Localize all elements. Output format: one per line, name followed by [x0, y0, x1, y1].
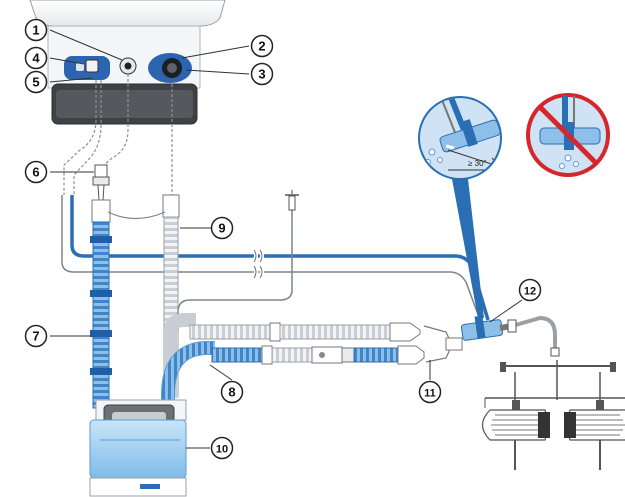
callout-number: 12 — [524, 286, 536, 298]
callout-number: 3 — [258, 67, 265, 82]
heated-expiratory-limb — [161, 341, 425, 410]
callout-number: 10 — [216, 444, 228, 456]
pressure-lines — [63, 74, 173, 195]
humidifier — [89, 399, 187, 497]
callout-7: 7 — [24, 324, 48, 348]
callout-number: 7 — [32, 329, 39, 344]
callout-8: 8 — [220, 380, 244, 404]
callout-4: 4 — [24, 46, 48, 70]
flow-sensor-line — [61, 195, 490, 321]
callout-11: 11 — [418, 380, 442, 404]
callout-circle — [24, 46, 48, 70]
inset-correct-orientation: ≥ 30° — [418, 96, 502, 318]
callout-number: 9 — [218, 221, 225, 236]
callout-number: 1 — [32, 23, 39, 38]
callout-leaders — [49, 29, 523, 449]
callout-5: 5 — [24, 70, 48, 94]
callout-circle — [518, 278, 542, 302]
callout-3: 3 — [250, 62, 274, 86]
callout-circle — [250, 34, 274, 58]
callout-9: 9 — [210, 216, 234, 240]
callout-number: 5 — [32, 75, 39, 90]
expiratory-limb — [90, 199, 112, 409]
tube-holder-wire — [107, 211, 166, 220]
flow-sensor — [460, 315, 560, 357]
prohibited-slash — [537, 104, 599, 166]
callout-circle — [220, 380, 244, 404]
test-lung — [481, 360, 625, 470]
callout-number: 4 — [32, 51, 40, 66]
callout-12: 12 — [518, 278, 542, 302]
callout-circle — [418, 380, 442, 404]
callout-circle — [210, 436, 234, 460]
angle-label: ≥ 30° — [468, 159, 487, 168]
callout-2: 2 — [250, 34, 274, 58]
callout-1: 1 — [24, 18, 48, 42]
callout-circle — [24, 18, 48, 42]
callout-circle — [24, 324, 48, 348]
ventilator-unit — [29, 0, 226, 125]
temperature-probe — [177, 190, 299, 330]
callout-number: 8 — [228, 385, 235, 400]
bacterial-filter — [92, 164, 110, 201]
callout-number: 11 — [424, 388, 436, 400]
callout-circle — [250, 62, 274, 86]
callout-10: 10 — [210, 436, 234, 460]
y-piece — [423, 325, 463, 363]
callout-number: 6 — [32, 165, 39, 180]
callout-circle — [24, 160, 48, 184]
callout-number: 2 — [258, 39, 265, 54]
callout-circle — [210, 216, 234, 240]
inspiratory-limb-horizontal — [164, 313, 421, 397]
callout-circle — [24, 70, 48, 94]
inset-incorrect-orientation — [526, 93, 610, 177]
callout-6: 6 — [24, 160, 48, 184]
